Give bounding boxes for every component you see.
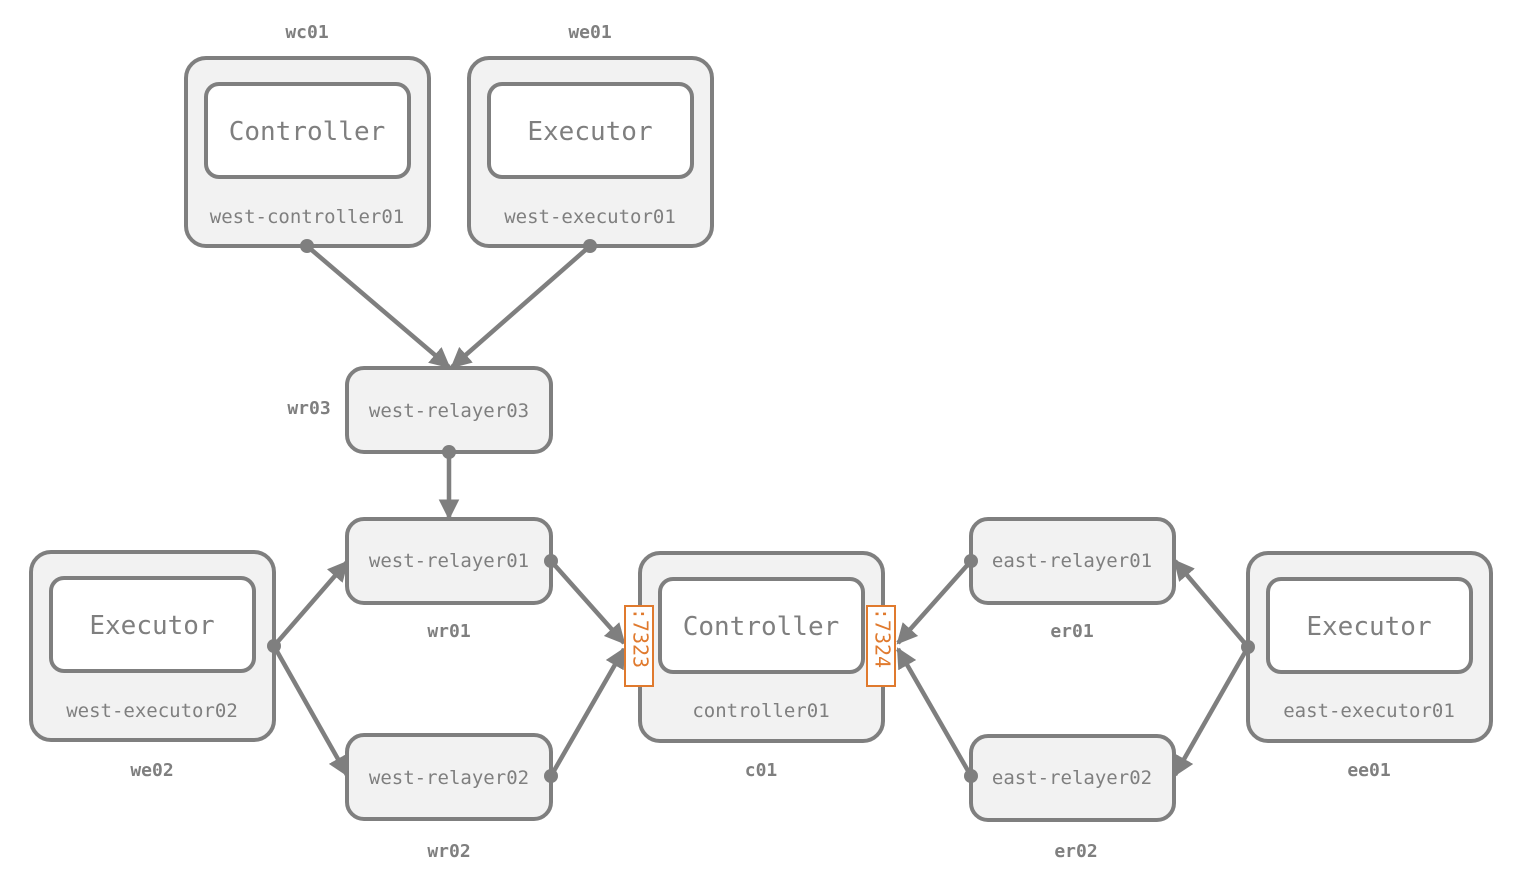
- alias-label: wr03: [287, 398, 330, 419]
- node-west-executor02[interactable]: Executor west-executor02 we02: [29, 550, 276, 781]
- alias-label: wr02: [427, 841, 470, 862]
- alias-label: wc01: [285, 22, 328, 43]
- port-label: :7323: [629, 608, 653, 668]
- host-label: west-relayer02: [369, 767, 529, 789]
- connector-dot: [544, 554, 558, 568]
- role-label: Executor: [1306, 612, 1431, 642]
- connector-dot: [442, 445, 456, 459]
- edges: [272, 244, 1250, 778]
- edge-wr01-to-c01: [549, 559, 626, 645]
- port-badge-west: :7323: [624, 605, 654, 687]
- node-west-executor01[interactable]: Executor west-executor01 we01: [467, 22, 714, 248]
- edge-er01-to-c01: [896, 559, 973, 645]
- alias-label: wr01: [427, 621, 470, 642]
- alias-label: er01: [1050, 621, 1093, 642]
- alias-label: we01: [568, 22, 611, 43]
- port-label: :7324: [871, 608, 895, 668]
- connector-dot: [964, 769, 978, 783]
- connection-dots: [267, 239, 1255, 783]
- host-label: west-relayer01: [369, 550, 529, 572]
- host-label: east-relayer02: [992, 767, 1152, 789]
- role-box: [658, 577, 865, 674]
- role-label: Executor: [527, 117, 652, 147]
- host-label: controller01: [692, 700, 829, 722]
- role-box: [49, 576, 256, 673]
- node-west-relayer03[interactable]: west-relayer03 wr03: [287, 366, 553, 454]
- connector-dot: [544, 769, 558, 783]
- role-label: Controller: [683, 612, 840, 642]
- port-box: [866, 605, 896, 687]
- role-box: [204, 82, 411, 179]
- connector-dot: [267, 639, 281, 653]
- alias-label: er02: [1054, 841, 1097, 862]
- node-east-relayer01[interactable]: east-relayer01 er01: [969, 517, 1176, 642]
- edge-ee01-to-er02: [1173, 645, 1250, 777]
- edge-we02-to-wr01: [272, 560, 349, 648]
- node-west-controller01[interactable]: Controller west-controller01 wc01: [184, 22, 431, 248]
- edge-er02-to-c01: [896, 647, 973, 778]
- host-label: west-executor01: [504, 206, 676, 228]
- edge-we02-to-wr02: [272, 644, 349, 777]
- alias-label: we02: [130, 760, 173, 781]
- host-label: west-executor02: [66, 700, 238, 722]
- role-label: Controller: [229, 117, 386, 147]
- edge-wc01-to-wr03: [305, 244, 451, 369]
- node-west-relayer02[interactable]: west-relayer02 wr02: [345, 733, 553, 862]
- node-east-executor01[interactable]: Executor east-executor01 ee01: [1246, 551, 1493, 781]
- port-badge-east: :7324: [866, 605, 896, 687]
- node-controller01[interactable]: Controller controller01 c01: [638, 551, 885, 781]
- connector-dot: [964, 554, 978, 568]
- node-west-relayer01[interactable]: west-relayer01 wr01: [345, 517, 553, 642]
- host-label: west-relayer03: [369, 400, 529, 422]
- connector-dot: [300, 239, 314, 253]
- connector-dot: [1241, 640, 1255, 654]
- host-label: east-relayer01: [992, 550, 1152, 572]
- alias-label: ee01: [1347, 760, 1390, 781]
- edge-ee01-to-er01: [1173, 559, 1250, 649]
- role-label: Executor: [89, 611, 214, 641]
- host-label: west-controller01: [210, 206, 404, 228]
- host-label: east-executor01: [1283, 700, 1455, 722]
- alias-label: c01: [745, 760, 778, 781]
- connector-dot: [583, 239, 597, 253]
- role-box: [487, 82, 694, 179]
- edge-wr02-to-c01: [549, 647, 626, 778]
- edge-we01-to-wr03: [450, 244, 592, 369]
- role-box: [1266, 577, 1473, 674]
- port-box: [624, 605, 654, 687]
- node-east-relayer02[interactable]: east-relayer02 er02: [969, 734, 1176, 862]
